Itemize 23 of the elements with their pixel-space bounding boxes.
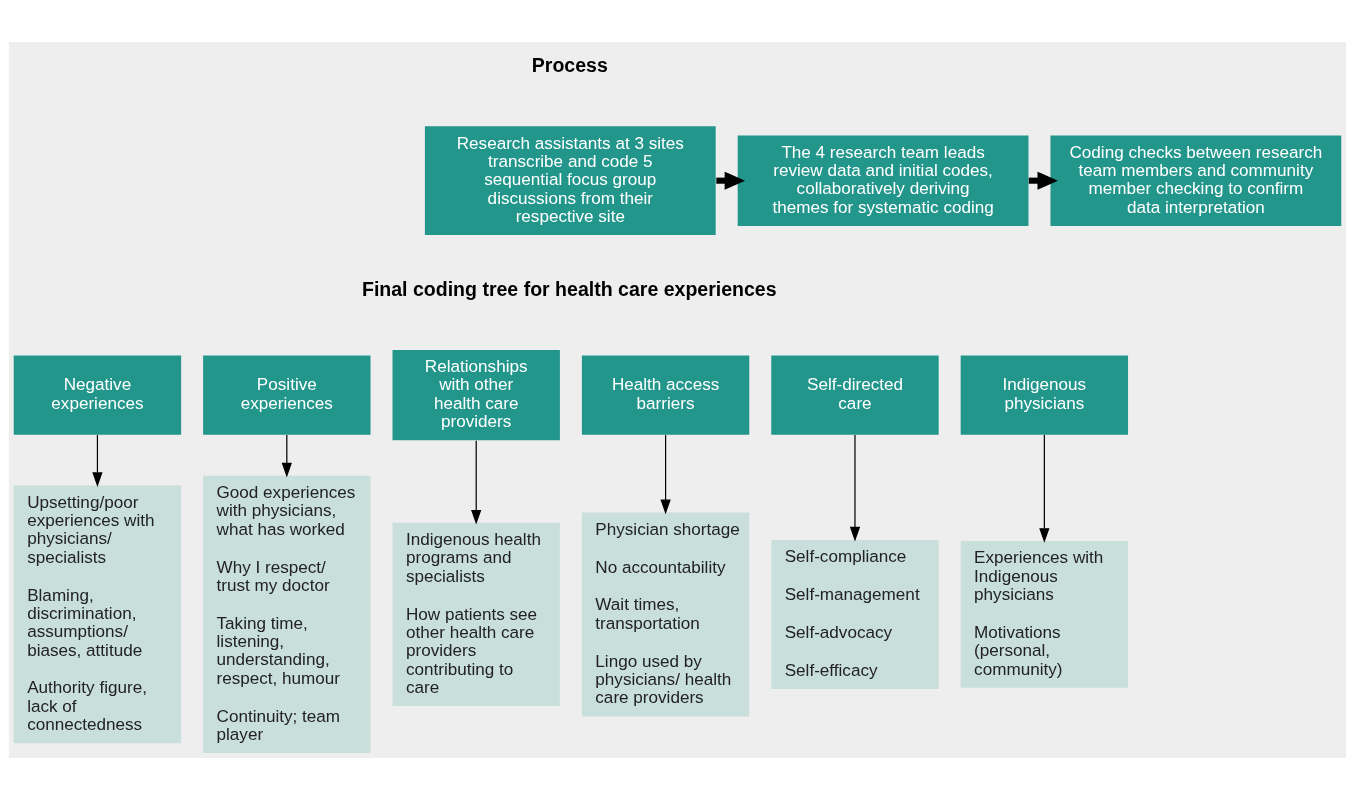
label: Process [531,53,608,76]
node-box: Self-directed care [771,354,939,435]
arrow [1039,434,1050,543]
node-box: Positive experiences [203,354,371,435]
node-box: Indigenous health programs and specialists How patients see other health care providers contributing to care [392,522,560,706]
label: Final coding tree for health care experiences [361,277,777,300]
arrow [92,434,103,487]
node-box: Good experiences with physicians, what has worked Why I respect/ trust my doctor Taking time, listening, understanding, respect, humour Continuity; team player [203,475,371,753]
node-box: Self-compliance Self-management Self-advocacy Self-efficacy [771,539,939,689]
node-box: Upsetting/poor experiences with physicians/ specialists Blaming, discrimination, assumptions/ biases, attitude Authority figure, lack of connectedness [13,485,182,743]
node-box: Coding checks between research team members and community member checking to confirm data interpretation [1050,134,1342,226]
node-box: Experiences with Indigenous physicians Motivations (personal, community) [960,540,1129,688]
node-box: Negative experiences [13,354,182,435]
arrow [281,434,292,477]
node-box: Health access barriers [581,354,750,435]
arrow [849,434,861,542]
arrow [660,434,671,514]
node-box: Physician shortage No accountability Wait times, transportation Lingo used by physicians/ health care providers [581,511,750,716]
node-box: Research assistants at 3 sites transcribe and code 5 sequential focus group discussions from their respective site [424,125,716,235]
node-box: The 4 research team leads review data and initial codes, collaboratively deriving themes for systematic coding [737,134,1029,226]
node-box: Indigenous physicians [960,354,1129,435]
node-box: Relationships with other health care providers [392,349,560,440]
arrow [471,439,482,525]
